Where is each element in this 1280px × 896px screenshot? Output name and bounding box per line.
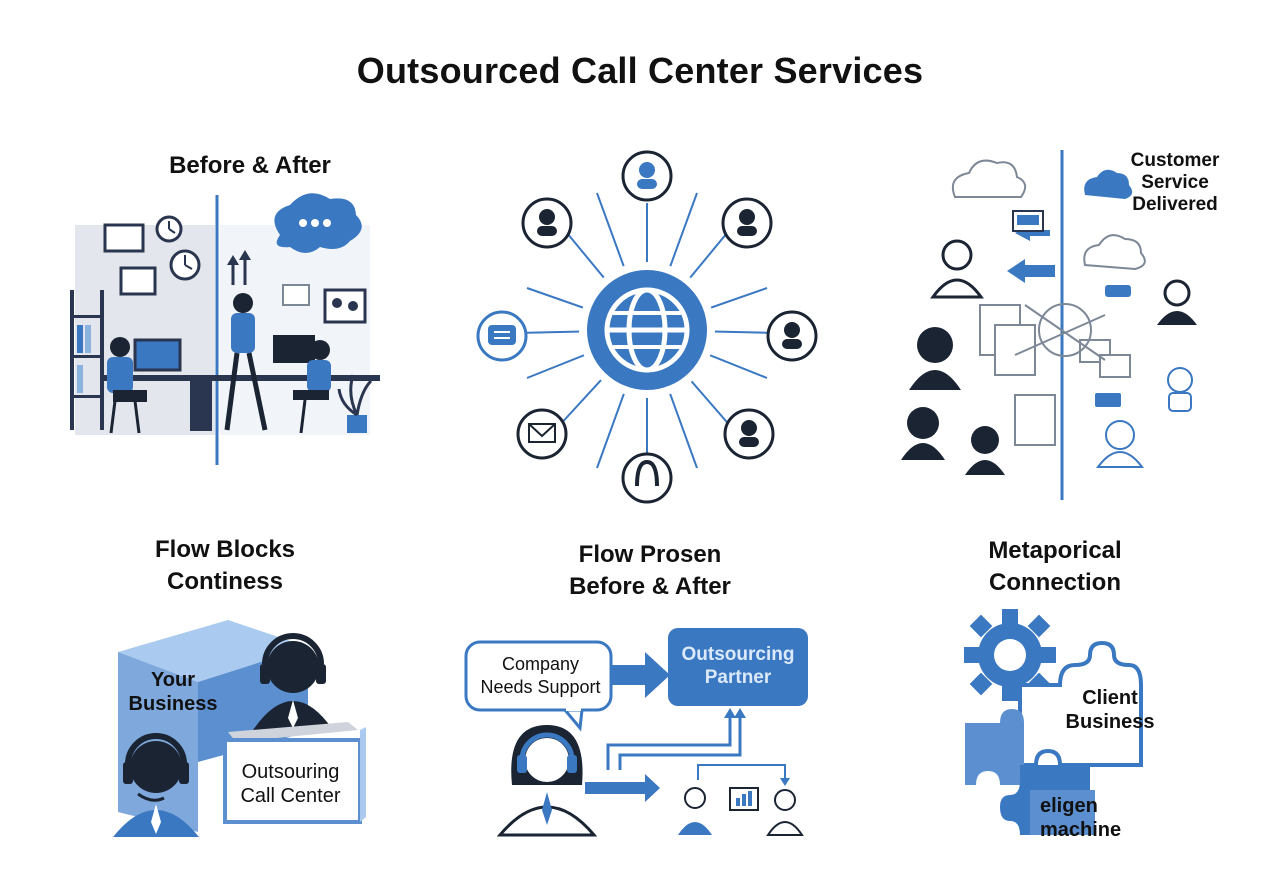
agent-icon-bottom [621,452,673,504]
headset-woman [496,725,598,837]
mail-icon-node [516,408,568,460]
flow-arrow-lower [585,774,660,802]
customer-service-label: Customer Service Delivered [1130,150,1220,215]
eligen-machine-text: eligen machine [1040,795,1122,841]
partner-box [668,628,808,706]
puzzle-piece-left [965,709,1024,785]
page-title: Outsourced Call Center Services [356,50,924,91]
company-needs-support-text: Company Needs Support [480,654,601,697]
client-business-text: Client Business [1065,687,1155,733]
outsourcing-call-center-label: Outsouring Call Center [240,761,341,807]
company-bubble [464,640,613,712]
customer-agents [901,239,1005,475]
your-business-label: Your Business [128,669,218,715]
customers-right [1096,279,1197,468]
metaporical-illustration [964,609,1143,835]
flow-prosen-label: Flow Prosen Before & After [569,541,731,600]
customer-service-illustration [901,150,1197,500]
flow-blocks-label: Flow Blocks Continess [154,536,296,595]
flow-arrow-main [612,652,670,698]
flow-prosen-diagram [464,628,808,837]
globe-icon [579,262,715,398]
before-after-label: Before & After [169,152,331,179]
headset-agent-bottom [113,733,199,837]
flow-blocks-illustration [113,620,366,837]
team-figures [678,787,804,836]
network-diagram [476,150,818,504]
headset-agent-top [253,633,333,730]
metaporical-label: Metaporical Connection [988,537,1122,596]
before-after-illustration [70,193,380,465]
outsourcing-partner-text: Outsourcing Partner [681,644,795,688]
